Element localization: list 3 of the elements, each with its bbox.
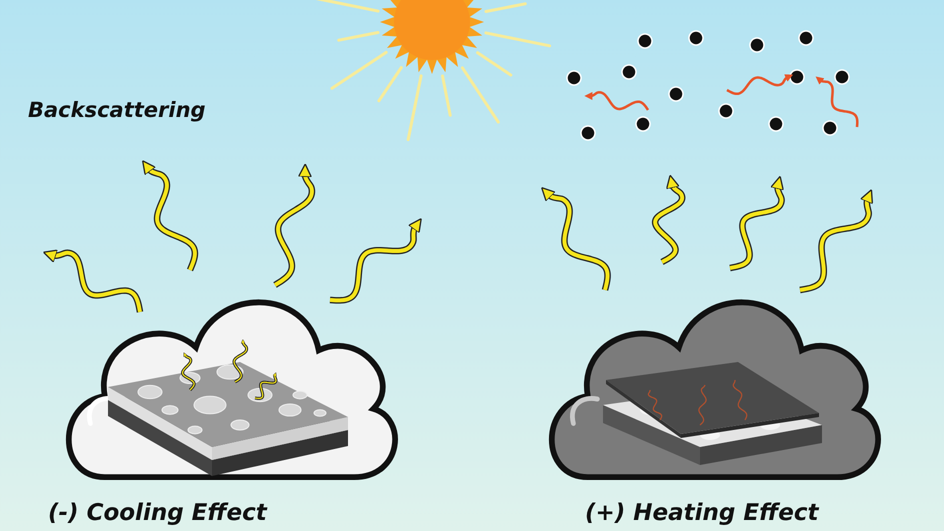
- panel-label: Backscattering: [28, 98, 206, 122]
- node-label: (-) Cooling Effect: [48, 500, 267, 526]
- node-label: (+) Heating Effect: [585, 500, 818, 526]
